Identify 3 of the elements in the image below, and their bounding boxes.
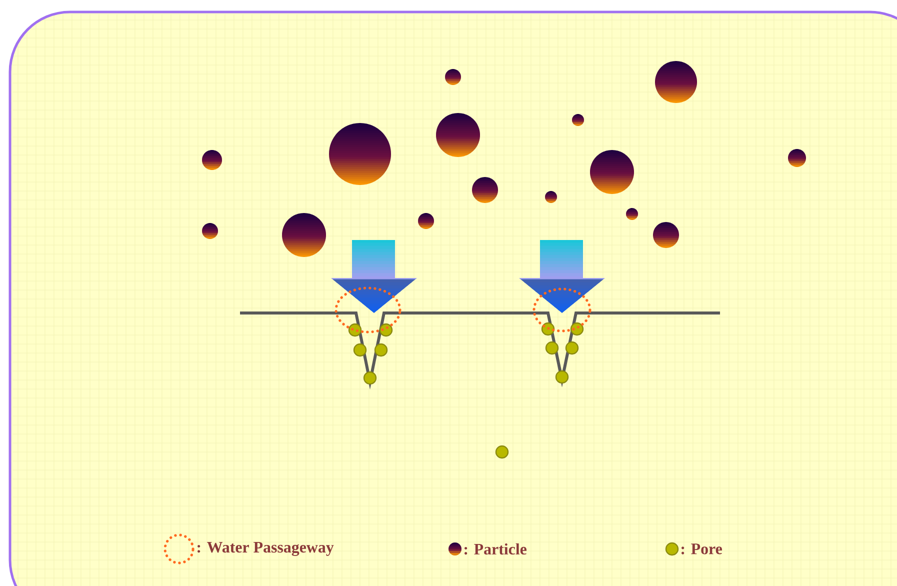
legend-label: : Water Passageway — [198, 542, 334, 556]
legend-label: : Pore — [682, 544, 722, 554]
legend-label: : Particle — [464, 543, 526, 555]
